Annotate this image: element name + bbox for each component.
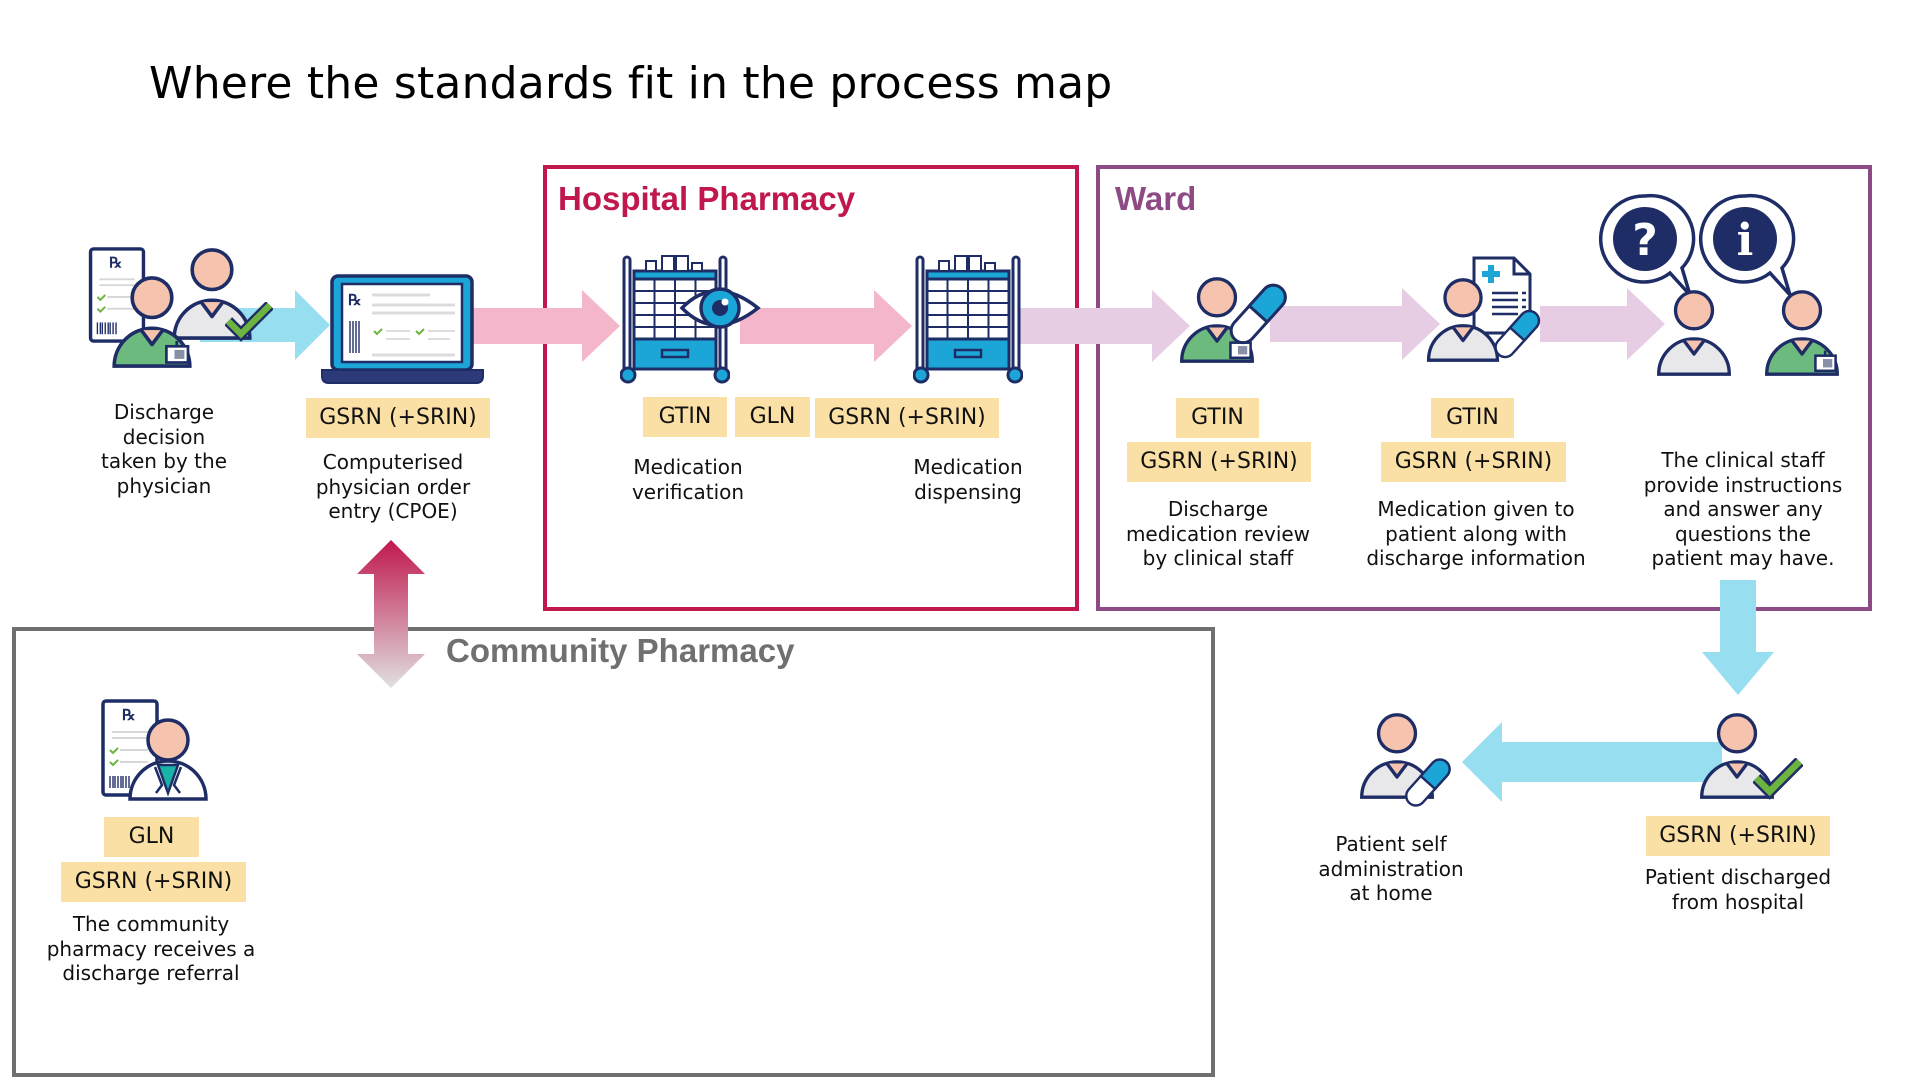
badge-gsrn: GSRN (+SRIN) bbox=[815, 398, 999, 438]
badge-gtin: GTIN bbox=[643, 397, 727, 437]
step-label-self-admin: Patient self administration at home bbox=[1318, 832, 1464, 905]
hospital-pharmacy-section bbox=[543, 165, 1079, 611]
staff-with-pill-icon bbox=[1179, 277, 1292, 363]
badge-gtin: GTIN bbox=[1431, 398, 1514, 438]
badge-gsrn: GSRN (+SRIN) bbox=[306, 398, 490, 438]
arrow-left-blue bbox=[1462, 722, 1722, 802]
laptop-prescription-icon: ℞ bbox=[321, 274, 484, 384]
arrow-right-pink bbox=[740, 290, 912, 362]
step-label-community-referral: The community pharmacy receives a discha… bbox=[46, 912, 256, 985]
patient-document-pill-icon bbox=[1426, 256, 1545, 363]
ward-section bbox=[1096, 165, 1872, 611]
step-label-given: Medication given to patient along with d… bbox=[1366, 497, 1586, 570]
patient-checkmark-icon bbox=[1699, 713, 1815, 799]
pharmacist-prescription-icon bbox=[101, 699, 208, 801]
arrow-down-blue bbox=[1702, 580, 1774, 695]
medication-cart-eye-icon bbox=[620, 254, 761, 384]
step-label-discharge-decision: Discharge decision taken by the physicia… bbox=[100, 400, 227, 498]
badge-gtin: GTIN bbox=[1176, 398, 1259, 438]
badge-gsrn: GSRN (+SRIN) bbox=[1646, 816, 1830, 856]
badge-gsrn: GSRN (+SRIN) bbox=[61, 862, 246, 902]
patient-pill-icon bbox=[1359, 713, 1455, 811]
ward-title: Ward bbox=[1115, 180, 1197, 217]
question-info-speech-icon: ? i bbox=[1598, 193, 1840, 376]
step-label-cpoe: Computerised physician order entry (CPOE… bbox=[315, 450, 471, 523]
svg-text:℞: ℞ bbox=[348, 291, 361, 309]
arrow-right-pink bbox=[470, 290, 620, 362]
physician-with-prescription-icon bbox=[88, 247, 277, 368]
page-title: Where the standards fit in the process m… bbox=[149, 58, 1113, 109]
step-label-dispensing: Medication dispensing bbox=[913, 455, 1023, 504]
question-bubble-icon: ? bbox=[1598, 193, 1696, 297]
arrow-right-blue bbox=[200, 290, 330, 360]
badge-gsrn: GSRN (+SRIN) bbox=[1381, 442, 1566, 482]
community-pharmacy-title: Community Pharmacy bbox=[446, 632, 795, 669]
svg-text:?: ? bbox=[1632, 215, 1658, 266]
badge-gln: GLN bbox=[735, 397, 810, 437]
step-label-instructions: The clinical staff provide instructions … bbox=[1643, 448, 1843, 570]
arrow-bidirectional bbox=[357, 540, 425, 688]
info-bubble-icon: i bbox=[1698, 193, 1796, 297]
badge-gsrn: GSRN (+SRIN) bbox=[1127, 442, 1311, 482]
arrow-right-lilac bbox=[1270, 288, 1440, 360]
medication-cart-icon bbox=[913, 254, 1023, 384]
community-pharmacy-section bbox=[12, 627, 1215, 1077]
svg-text:i: i bbox=[1737, 215, 1754, 266]
step-label-verification: Medication verification bbox=[631, 455, 745, 504]
arrow-right-lilac bbox=[1015, 290, 1190, 362]
arrow-right-lilac bbox=[1540, 288, 1665, 360]
step-label-review: Discharge medication review by clinical … bbox=[1125, 497, 1311, 570]
hospital-pharmacy-title: Hospital Pharmacy bbox=[558, 180, 856, 217]
step-label-discharged: Patient discharged from hospital bbox=[1644, 865, 1832, 914]
badge-gln: GLN bbox=[104, 817, 199, 857]
